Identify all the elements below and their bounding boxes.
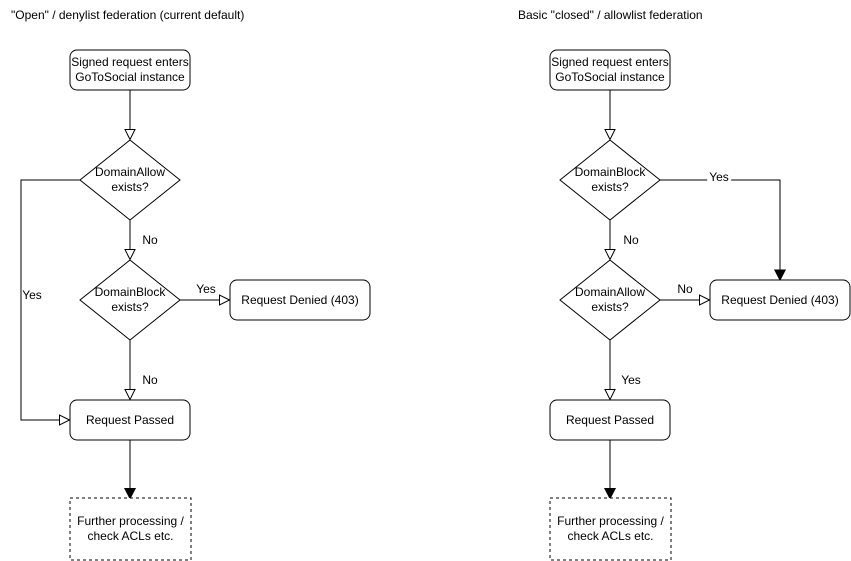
left-decision1-diamond-shape <box>79 139 181 221</box>
left-arrowhead-open-decision1-icon <box>124 129 136 141</box>
left-further-line1: Further processing / <box>77 514 184 528</box>
right-decision1-no-edge-label: No <box>623 233 639 247</box>
left-arrowhead-solid-further-icon <box>123 488 137 500</box>
right-decision2-diamond-shape <box>559 259 661 341</box>
right-decision1-line2: exists? <box>591 180 629 194</box>
left-further-line2: check ACLs etc. <box>87 529 174 543</box>
right-decision1-yes-edge-label: Yes <box>707 170 731 184</box>
right-decision1-line1: DomainBlock <box>574 165 646 179</box>
right-start-node-shape <box>549 49 671 91</box>
right-arrowhead-open-decision2-icon <box>604 249 616 261</box>
left-decision2-line2: exists? <box>111 300 149 314</box>
left-chart-title: "Open" / denylist federation (current de… <box>11 8 245 22</box>
right-chart-title: Basic "closed" / allowlist federation <box>518 8 703 22</box>
right-decision2-line2: exists? <box>591 300 629 314</box>
right-passed-node-shape <box>549 399 671 441</box>
right-denied-node-shape <box>709 279 851 321</box>
left-start-node-shape <box>69 49 191 91</box>
left-denied-node-shape <box>229 279 371 321</box>
left-decision1-label: DomainAllow exists? <box>80 140 180 220</box>
left-decision2-yes-edge-label: Yes <box>196 282 216 296</box>
right-edge-decision1-yes-to-denied <box>660 179 781 271</box>
right-arrowhead-open-decision1-icon <box>604 129 616 141</box>
right-arrowhead-open-passed-top-icon <box>604 389 616 401</box>
right-denied-node-label: Request Denied (403) <box>721 292 839 307</box>
right-flowchart-shapes <box>549 49 851 561</box>
left-arrowhead-open-denied-icon <box>219 294 231 306</box>
left-decision2-line1: DomainBlock <box>94 285 166 299</box>
left-decision2-diamond-shape <box>79 259 181 341</box>
right-decision2-yes-edge-label: Yes <box>621 373 641 387</box>
left-passed-node-shape <box>69 399 191 441</box>
left-decision1-yes-edge-label: Yes <box>22 288 42 302</box>
right-passed-node-label: Request Passed <box>565 412 655 427</box>
right-arrowhead-solid-denied-icon <box>773 269 787 282</box>
left-arrowhead-open-decision2-icon <box>124 249 136 261</box>
right-decision2-label: DomainAllow exists? <box>560 260 660 340</box>
left-decision2-no-edge-label: No <box>142 373 158 387</box>
right-further-node-shape <box>549 497 672 561</box>
left-arrowhead-open-passed-left-icon <box>59 414 71 426</box>
right-arrowhead-open-denied-left-icon <box>699 294 711 306</box>
right-start-line2: GoToSocial instance <box>555 70 665 84</box>
left-edge-decision1-yes-to-passed <box>20 179 80 421</box>
left-further-node-shape <box>69 497 192 561</box>
left-passed-node-label: Request Passed <box>85 412 175 427</box>
left-decision1-line2: exists? <box>111 180 149 194</box>
right-decision1-diamond-shape <box>559 139 661 221</box>
left-further-node-label: Further processing / check ACLs etc. <box>70 498 191 560</box>
left-decision1-line1: DomainAllow <box>94 165 166 179</box>
left-start-node-label: Signed request enters GoToSocial instanc… <box>70 50 190 90</box>
left-start-line2: GoToSocial instance <box>75 70 185 84</box>
right-decision2-no-edge-label: No <box>677 282 693 296</box>
right-decision2-line1: DomainAllow <box>574 285 646 299</box>
left-start-line1: Signed request enters <box>71 55 189 69</box>
right-arrowhead-solid-further-icon <box>603 488 617 500</box>
right-start-line1: Signed request enters <box>551 55 669 69</box>
left-flowchart-shapes <box>20 49 371 561</box>
right-decision1-label: DomainBlock exists? <box>560 140 660 220</box>
right-start-node-label: Signed request enters GoToSocial instanc… <box>550 50 670 90</box>
right-further-line1: Further processing / <box>557 514 664 528</box>
left-decision1-no-edge-label: No <box>142 233 158 247</box>
left-denied-node-label: Request Denied (403) <box>241 292 359 307</box>
left-decision2-label: DomainBlock exists? <box>80 260 180 340</box>
right-further-node-label: Further processing / check ACLs etc. <box>550 498 671 560</box>
right-further-line2: check ACLs etc. <box>567 529 654 543</box>
left-arrowhead-open-passed-top-icon <box>124 389 136 401</box>
